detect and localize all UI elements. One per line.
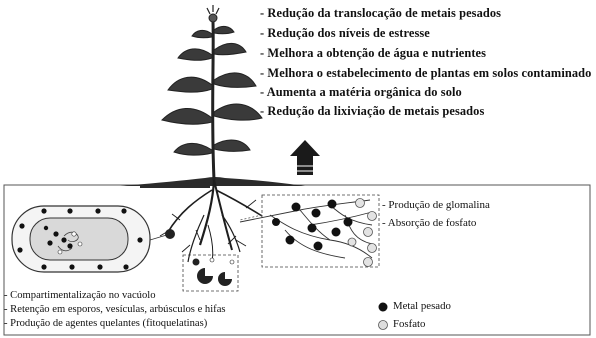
benefit-item: - Aumenta a matéria orgânica do solo xyxy=(260,85,462,99)
legend-metal-label: Metal pesado xyxy=(393,300,451,312)
benefit-item: - Redução da lixiviação de metais pesado… xyxy=(260,104,485,118)
legend-metal-marker xyxy=(378,302,388,312)
cell-vacuole xyxy=(11,205,151,273)
upward-arrow-icon xyxy=(290,140,320,175)
hyphae-note: - Absorção de fosfato xyxy=(382,217,477,229)
fungal-hypha xyxy=(239,199,373,259)
legend-phosphate-label: Fosfato xyxy=(393,318,426,330)
benefit-item: - Redução dos níveis de estresse xyxy=(260,26,430,40)
cell-note: - Compartimentalização no vacúolo xyxy=(4,290,156,301)
cell-note: - Produção de agentes quelantes (fitoque… xyxy=(4,318,208,329)
spores xyxy=(192,257,235,286)
hyphae-note: - Produção de glomalina xyxy=(382,199,490,211)
plant-roots xyxy=(159,179,263,263)
root-spore-box xyxy=(182,254,239,292)
cell-note: - Retenção em esporos, vesículas, arbúsc… xyxy=(4,304,226,315)
soil-surface xyxy=(120,177,305,186)
hyphae-metals xyxy=(272,199,353,251)
hyphae-phosphates xyxy=(347,198,377,267)
legend-phosphate-marker xyxy=(378,320,388,330)
benefit-item: - Redução da translocação de metais pesa… xyxy=(260,6,502,20)
plant-illustration xyxy=(161,5,263,181)
soil-surface-left xyxy=(140,182,210,188)
hyphae-box xyxy=(261,194,380,268)
benefit-item: - Melhora a obtenção de água e nutriente… xyxy=(260,46,487,60)
benefit-item: - Melhora o estabelecimento de plantas e… xyxy=(260,66,592,80)
